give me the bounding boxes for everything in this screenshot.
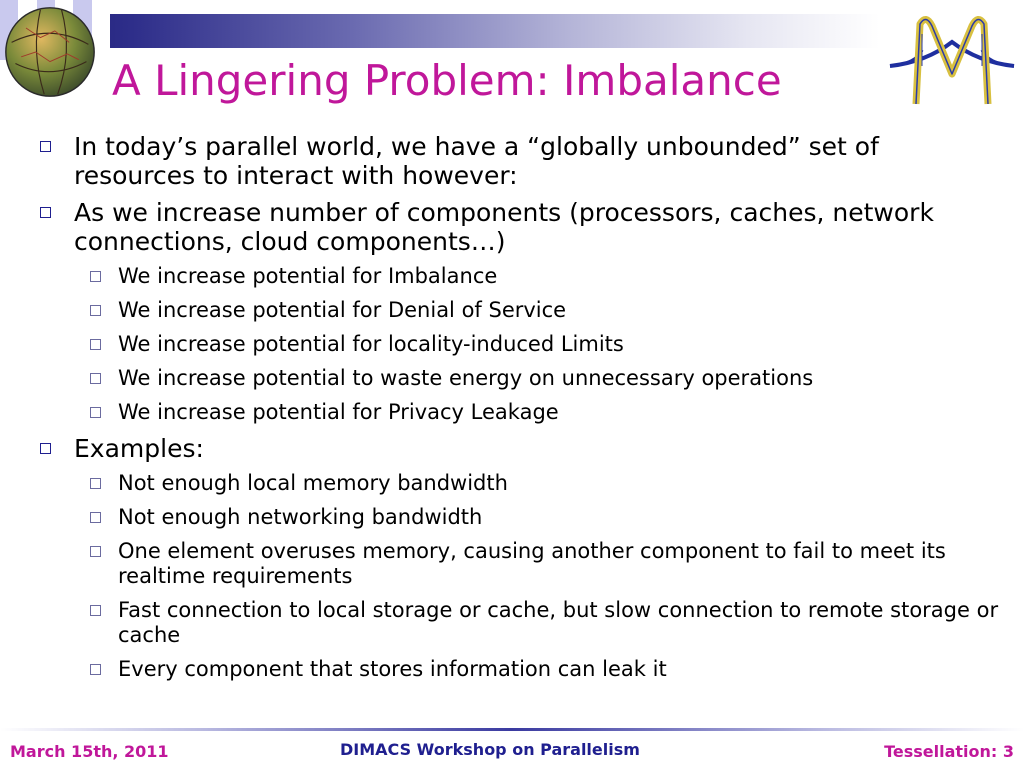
bullet-item: Examples: xyxy=(40,434,1000,463)
sub-bullet-text: We increase potential for locality-induc… xyxy=(118,332,624,356)
sub-bullet-text: We increase potential for Privacy Leakag… xyxy=(118,400,559,424)
sub-bullet-text: We increase potential for Denial of Serv… xyxy=(118,298,567,322)
footer-event: DIMACS Workshop on Parallelism xyxy=(340,740,640,759)
sub-bullet-text: Not enough networking bandwidth xyxy=(118,505,483,529)
sub-bullet-text: One element overuses memory, causing ano… xyxy=(118,539,946,588)
square-bullet-icon xyxy=(90,605,101,616)
sub-bullet-text: Fast connection to local storage or cach… xyxy=(118,598,999,647)
footer-date: March 15th, 2011 xyxy=(10,742,169,761)
sub-bullet-item: We increase potential for Privacy Leakag… xyxy=(40,400,1000,425)
bullet-item: In today’s parallel world, we have a “gl… xyxy=(40,132,1000,190)
square-bullet-icon xyxy=(90,373,101,384)
square-bullet-icon xyxy=(40,443,51,454)
square-bullet-icon xyxy=(90,271,101,282)
sub-bullet-text: Not enough local memory bandwidth xyxy=(118,471,508,495)
sub-bullet-item: Not enough networking bandwidth xyxy=(40,505,1000,530)
sub-bullet-item: We increase potential for locality-induc… xyxy=(40,332,1000,357)
sub-bullet-item: Every component that stores information … xyxy=(40,657,1000,682)
mosaic-globe-icon xyxy=(5,7,95,97)
sub-bullet-text: We increase potential to waste energy on… xyxy=(118,366,814,390)
slide-title: A Lingering Problem: Imbalance xyxy=(112,56,782,105)
sub-bullet-item: Fast connection to local storage or cach… xyxy=(40,598,1000,648)
square-bullet-icon xyxy=(90,546,101,557)
slide-content: In today’s parallel world, we have a “gl… xyxy=(40,132,1000,691)
square-bullet-icon xyxy=(40,207,51,218)
bullet-text: In today’s parallel world, we have a “gl… xyxy=(74,132,879,190)
sub-bullet-text: Every component that stores information … xyxy=(118,657,667,681)
square-bullet-icon xyxy=(40,141,51,152)
footer-divider xyxy=(0,728,1024,731)
sub-bullet-item: One element overuses memory, causing ano… xyxy=(40,539,1000,589)
bullet-text: Examples: xyxy=(74,434,204,463)
footer-page-number: Tessellation: 3 xyxy=(884,742,1014,761)
sub-bullet-text: We increase potential for Imbalance xyxy=(118,264,498,288)
sub-bullet-item: We increase potential to waste energy on… xyxy=(40,366,1000,391)
bridge-m-logo-icon xyxy=(889,16,1015,105)
square-bullet-icon xyxy=(90,512,101,523)
sub-bullet-item: We increase potential for Denial of Serv… xyxy=(40,298,1000,323)
bullet-text: As we increase number of components (pro… xyxy=(74,198,934,256)
square-bullet-icon xyxy=(90,305,101,316)
square-bullet-icon xyxy=(90,478,101,489)
sub-bullet-item: We increase potential for Imbalance xyxy=(40,264,1000,289)
bullet-item: As we increase number of components (pro… xyxy=(40,198,1000,256)
square-bullet-icon xyxy=(90,664,101,675)
sub-bullet-item: Not enough local memory bandwidth xyxy=(40,471,1000,496)
square-bullet-icon xyxy=(90,339,101,350)
square-bullet-icon xyxy=(90,407,101,418)
header-band xyxy=(0,14,880,48)
